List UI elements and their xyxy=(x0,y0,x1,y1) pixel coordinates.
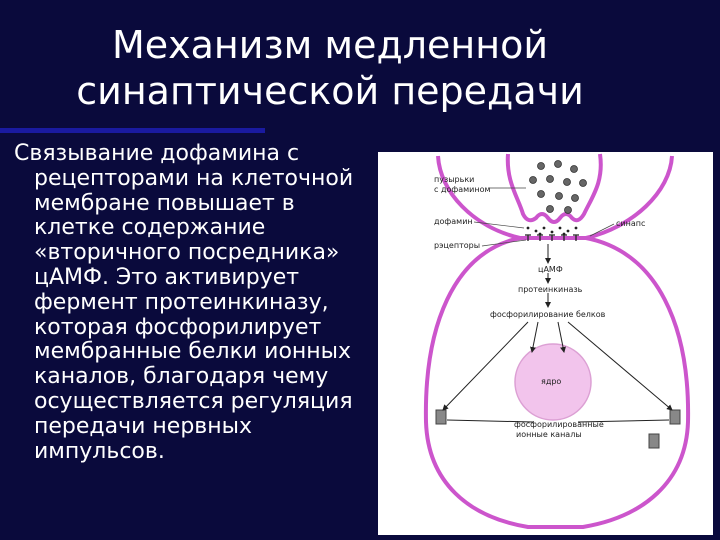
body-line: Связывание дофамина с xyxy=(14,141,300,166)
label-phospho-channels-2: ионные каналы xyxy=(516,430,582,439)
body-line: передачи нервных xyxy=(34,413,253,439)
body-line: осуществляется регуляция xyxy=(34,388,353,414)
signal-arrows xyxy=(442,244,673,423)
label-phosphorylation: фосфорилирование белков xyxy=(490,310,606,319)
receptors xyxy=(525,234,579,241)
body-line: «вторичного посредника» xyxy=(34,240,340,266)
label-vesicles: пузырьки xyxy=(434,175,474,184)
label-synapse: синапс xyxy=(616,219,645,228)
label-phospho-channels: фосфорилированные xyxy=(514,420,604,429)
nucleus xyxy=(514,343,592,421)
body-line: мембранные белки ионных xyxy=(34,339,352,365)
synapse-diagram: пузырьки с дофамином дофамин рэцепторы с… xyxy=(378,152,713,535)
dopamine-molecules xyxy=(526,226,578,236)
body-paragraph: Связывание дофамина с рецепторами на кле… xyxy=(14,141,394,464)
body-line: которая фосфорилирует xyxy=(34,314,322,340)
ion-channel-icon xyxy=(435,409,681,449)
body-line: фермент протеинкиназу, xyxy=(34,289,329,315)
label-protein-kinase: протеинкиназь xyxy=(518,285,583,294)
presynaptic-terminal xyxy=(505,153,603,224)
slide-title: Механизм медленной синаптической передач… xyxy=(40,22,620,114)
label-receptors: рэцепторы xyxy=(434,241,480,250)
label-vesicles-2: с дофамином xyxy=(434,185,491,194)
body-line: цАМФ. Это активирует xyxy=(34,264,300,290)
label-camp: цАМФ xyxy=(538,265,563,274)
label-nucleus: ядро xyxy=(541,377,561,386)
label-pointers xyxy=(473,187,615,247)
body-line: каналов, благодаря чему xyxy=(34,364,329,390)
title-line-2: синаптической передачи xyxy=(76,69,584,113)
title-line-1: Механизм медленной xyxy=(111,23,549,67)
dopamine-vesicles xyxy=(529,160,587,214)
label-dopamine: дофамин xyxy=(434,217,473,226)
synapse-diagram-svg: пузырьки с дофамином дофамин рэцепторы с… xyxy=(423,153,691,529)
body-line: клетке содержание xyxy=(34,215,266,241)
body-line: рецепторами на клеточной xyxy=(34,165,354,191)
postsynaptic-cell-membrane xyxy=(423,155,691,529)
body-line: импульсов. xyxy=(34,438,165,464)
title-divider xyxy=(0,128,265,133)
body-line: мембране повышает в xyxy=(34,190,295,216)
